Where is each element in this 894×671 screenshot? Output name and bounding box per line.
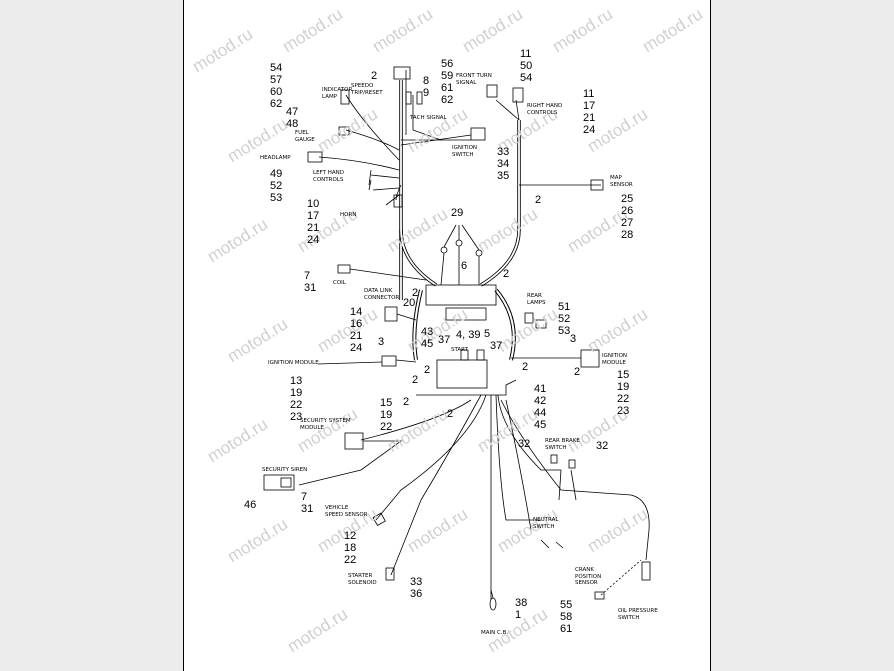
label-ignition-module-right: IGNITION MODULE	[602, 353, 628, 366]
callout: 2	[447, 408, 454, 420]
wiring-diagram	[263, 66, 651, 611]
callout: 46	[244, 499, 257, 511]
label-crank-position-sensor: CRANK POSITION SENSOR	[575, 567, 602, 586]
callout: 5	[484, 328, 491, 340]
callout: 3	[570, 333, 577, 345]
callout: 20	[403, 297, 416, 309]
callout: 2	[371, 70, 378, 82]
diagram-sheet: motod.ru motod.ru motod.ru motod.ru moto…	[183, 0, 711, 671]
label-start: START	[451, 347, 468, 353]
label-indicator-lamp: INDICATOR LAMP	[322, 87, 353, 100]
callout: 2	[522, 361, 529, 373]
callout: 2	[574, 366, 581, 378]
callout: 2	[412, 374, 419, 386]
label-headlamp: HEADLAMP	[260, 155, 291, 161]
callout: 32	[518, 438, 531, 450]
label-fuel-gauge: FUEL GAUGE	[295, 130, 315, 143]
label-vehicle-speed-sensor: VEHICLE SPEED SENSOR	[325, 505, 368, 518]
callout: 37	[438, 334, 451, 346]
label-security-siren: SECURITY SIREN	[262, 467, 308, 473]
label-front-turn-signal: FRONT TURN SIGNAL	[456, 73, 492, 86]
callout: 3	[378, 336, 385, 348]
label-speedo: SPEEDO TRIP/RESET	[351, 83, 383, 96]
callout: 29	[451, 207, 464, 219]
label-neutral-switch: NEUTRAL SWITCH	[533, 517, 559, 530]
label-rear-brake-switch: REAR BRAKE SWITCH	[545, 438, 580, 451]
callout: 2	[403, 396, 410, 408]
label-tach-signal: TACH SIGNAL	[410, 115, 447, 121]
label-oil-pressure-switch: OIL PRESSURE SWITCH	[618, 608, 658, 621]
label-left-hand-controls: LEFT HAND CONTROLS	[313, 170, 344, 183]
callout: 2	[424, 364, 431, 376]
label-right-hand-controls: RIGHT HAND CONTROLS	[527, 103, 563, 116]
callout: 6	[461, 260, 468, 272]
label-ignition-module-left: IGNITION MODULE	[268, 360, 319, 366]
callout: 2	[535, 194, 542, 206]
label-horn: HORN	[340, 212, 357, 218]
callout: 2	[503, 268, 510, 280]
label-security-system-module: SECURITY SYSTEM MODULE	[300, 418, 351, 431]
label-main-cb: MAIN C.B.	[481, 630, 509, 636]
label-map-sensor: MAP SENSOR	[610, 175, 633, 188]
label-data-link-connector: DATA LINK CONNECTOR	[364, 288, 400, 301]
label-coil: COIL	[333, 280, 346, 286]
callout: 32	[596, 440, 609, 452]
label-rear-lamps: REAR LAMPS	[527, 293, 546, 306]
callout: 37	[490, 340, 503, 352]
callout: 4, 39	[456, 329, 481, 341]
callout: 2	[412, 287, 419, 299]
label-starter-solenoid: STARTER SOLENOID	[348, 573, 377, 586]
label-ignition-switch: IGNITION SWITCH	[452, 145, 478, 158]
